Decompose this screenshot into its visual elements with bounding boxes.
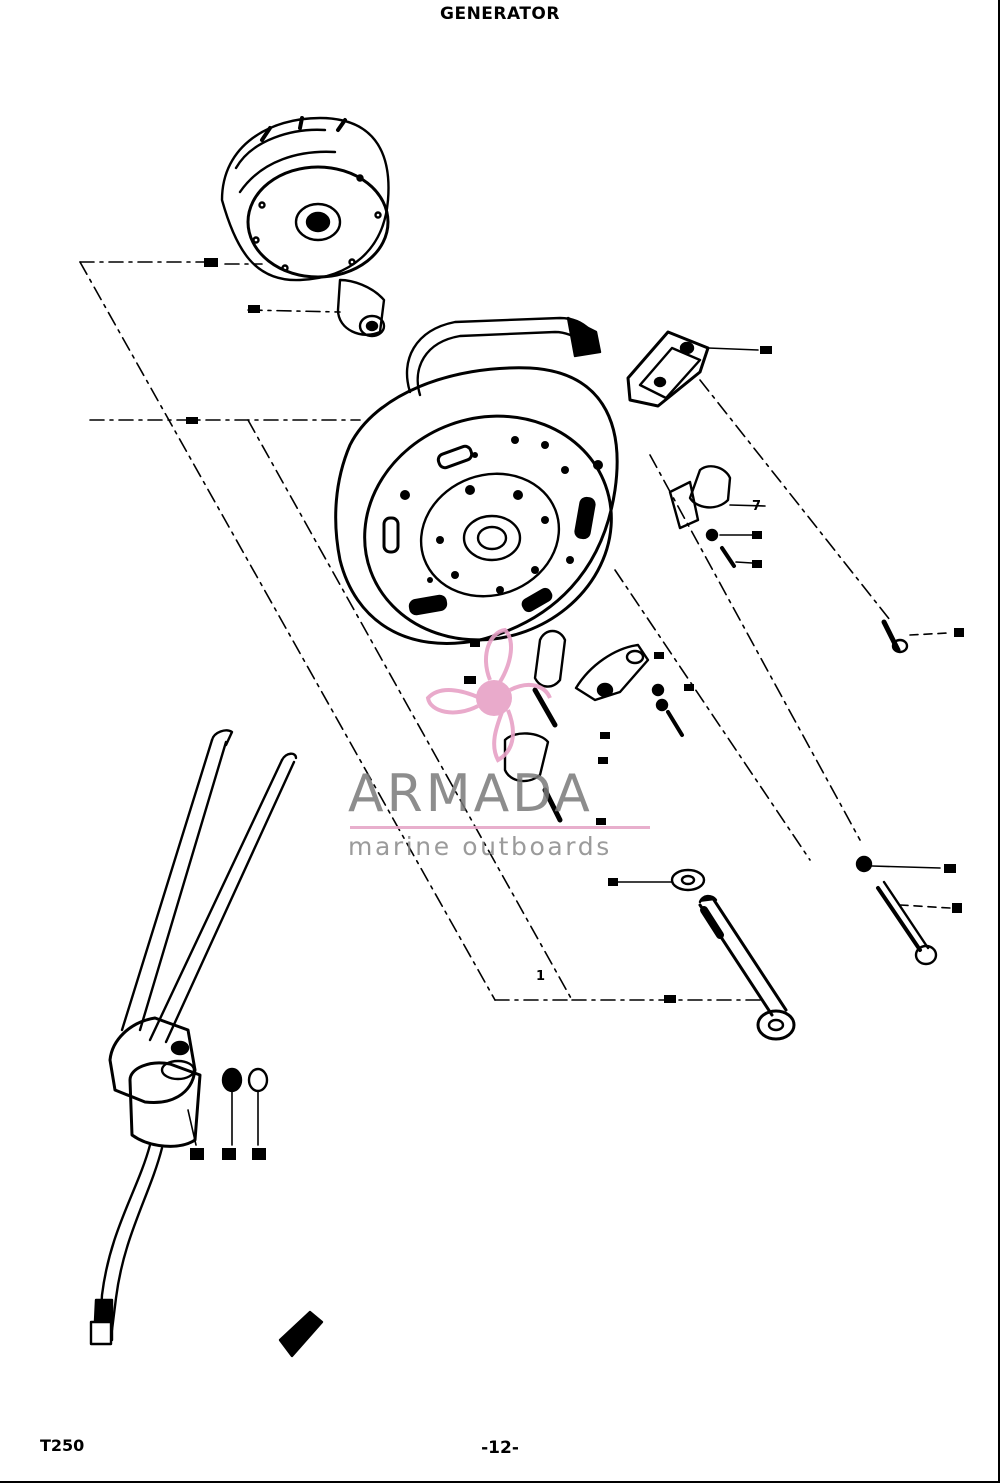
callout-1: 7 [752,499,761,514]
propeller-icon [425,627,552,763]
terminal-block-part [626,330,759,408]
callout-7: 1 [536,969,545,984]
ignition-coil-part [89,729,298,1346]
points-capacitor-part [668,465,766,568]
page-number: -12- [481,1438,519,1458]
long-bolt-part [698,894,796,1041]
screw-set [611,619,951,966]
part-number-marks [186,258,964,1160]
clip-part [278,1310,324,1358]
model-code: T250 [40,1436,85,1455]
watermark-brand: ARMADA [348,764,593,824]
stator-part [334,316,619,645]
contact-breaker-part [503,629,684,823]
watermark-underline [350,826,650,829]
leader-lines [79,261,891,1001]
watermark-tagline: marine outboards [348,832,612,861]
rotor-part [220,116,390,338]
page-title: GENERATOR [440,4,560,24]
